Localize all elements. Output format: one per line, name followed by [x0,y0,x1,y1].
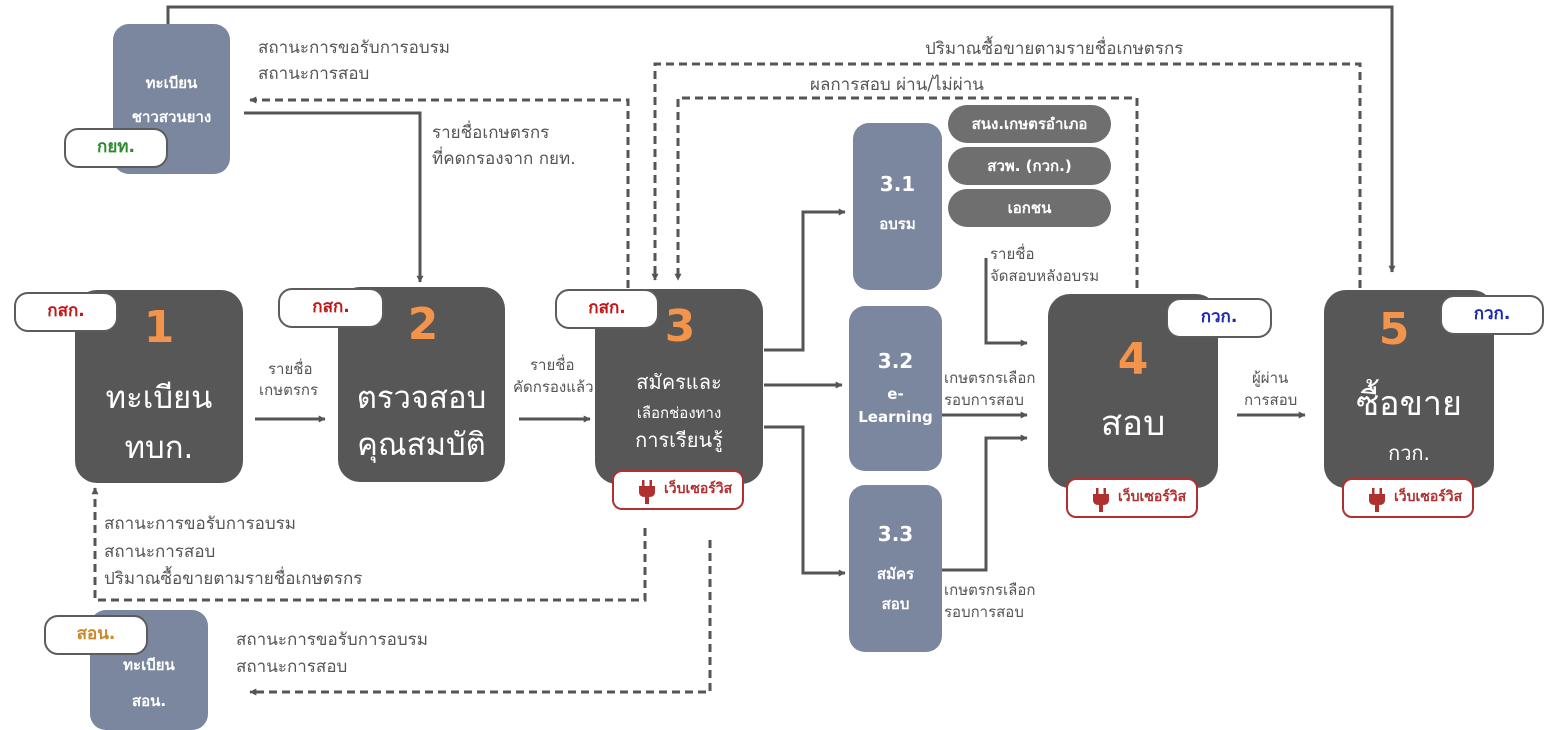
label-back1-3: ปริมาณซื้อขายตามรายชื่อเกษตรกร [104,569,363,589]
substep-3-2-title-line2: Learning [858,408,933,426]
step4-title: สอบ [1100,404,1166,444]
plug-icon [1369,488,1385,512]
step1-number: 1 [143,302,175,353]
substep-3-1-title: อบรม [879,215,916,233]
step3-title-line3: การเรียนรู้ [635,428,723,452]
label-son-status-1: สถานะการขอรับการอบรม [236,630,428,650]
dashed-s4-to-s3 [674,96,1139,288]
substep-3-2-box: 3.2 e- Learning [849,306,942,471]
dashed-s3-to-rubber [249,96,630,288]
agency-tag-step5: กวก. [1440,295,1544,335]
label-s1-s2-1: รายชื่อ [268,360,313,378]
label-s1-s2-2: เกษตรกร [259,381,319,399]
label-apply-1: เกษตรกรเลือก [944,581,1036,599]
step3-title-line1: สมัครและ [636,370,722,394]
label-rubber-status-2: สถานะการสอบ [258,64,370,84]
agency-tag-step1: กสก. [14,292,118,332]
web-service-badge-step5: เว็บเซอร์วิส [1342,478,1474,518]
step4-number: 4 [1117,334,1149,385]
agency-tag-son: สอน. [44,615,148,655]
step2-title-line1: ตรวจสอบ [356,380,487,416]
registry-rubber-line1: ทะเบียน [145,74,198,92]
substep-3-3-box: 3.3 สมัคร สอบ [849,485,942,652]
agency-tag-step2: กสก. [278,288,384,328]
step5-number: 5 [1378,304,1410,355]
dashed-s3-to-s1 [91,487,647,602]
label-train-1: รายชื่อ [990,245,1035,263]
step3-box: 3 สมัครและ เลือกช่องทาง การเรียนรู้ [595,289,763,484]
arrow-rubber-to-s5 [166,5,1396,273]
label-back1-1: สถานะการขอรับการอบรม [104,514,296,534]
label-rubber-status-1: สถานะการขอรับการอบรม [258,38,450,58]
label-exam-result: ผลการสอบ ผ่าน/ไม่ผ่าน [810,75,984,95]
provider-pill-private: เอกชน [948,189,1111,227]
label-back1-2: สถานะการสอบ [104,542,216,562]
registry-rubber-box: ทะเบียน ชาวสวนยาง [113,24,230,174]
agency-tag-step3: กสก. [555,289,659,329]
arrow-s31-to-s4 [984,258,1028,347]
arrow-rubber-to-s2 [244,111,424,283]
step3-number: 3 [664,301,696,352]
label-screened-2: ที่คดกรองจาก กยท. [432,149,576,169]
connector-layer [91,5,1396,696]
substep-3-2-title-line1: e- [887,385,904,403]
substep-3-3-title-line1: สมัคร [876,565,915,583]
web-service-label-step5: เว็บเซอร์วิส [1394,489,1463,505]
plug-icon [639,480,655,504]
plug-icon [1093,488,1109,512]
dashed-s5-to-s3 [651,62,1362,288]
label-elearn-2: รอบการสอบ [944,391,1024,409]
step1-title-line1: ทะเบียน [105,380,213,416]
label-son-status-2: สถานะการสอบ [236,657,348,677]
web-service-label-step3: เว็บเซอร์วิส [664,481,733,497]
substep-3-2-number: 3.2 [877,349,914,373]
substep-3-3-title-line2: สอบ [881,595,910,613]
arrow-s33-to-s4 [940,434,1028,572]
arrow-s3-to-s33 [764,425,846,577]
label-s2-s3-1: รายชื่อ [530,356,575,374]
dashed-s3-to-son [249,540,712,696]
label-passed-1: ผู้ผ่าน [1252,369,1289,387]
label-apply-2: รอบการสอบ [944,603,1024,621]
substep-3-1-number: 3.1 [879,172,916,196]
registry-son-box: ทะเบียน สอน. [90,610,208,730]
label-passed-2: การสอบ [1244,391,1298,409]
substep-3-3-number: 3.3 [877,522,914,546]
substep-3-1-box: 3.1 อบรม [853,123,942,290]
arrow-s3-to-s31 [764,208,846,352]
step4-box: 4 สอบ [1048,294,1218,488]
step2-number: 2 [407,299,439,350]
agency-tag-step4: กวก. [1166,298,1272,338]
web-service-label-step4: เว็บเซอร์วิส [1118,489,1187,505]
web-service-badge-step4: เว็บเซอร์วิส [1066,478,1198,518]
step5-title: ซื้อขาย [1356,384,1462,424]
label-elearn-1: เกษตรกรเลือก [944,369,1036,387]
agency-tag-rubber: กยท. [64,128,168,168]
step5-subtitle: กวก. [1388,441,1430,465]
step2-title-line2: คุณสมบัติ [357,427,486,463]
provider-pill-research: สวพ. (กวก.) [948,147,1111,185]
registry-rubber-line2: ชาวสวนยาง [131,108,212,126]
provider-pill-district: สนง.เกษตรอำเภอ [948,105,1111,143]
label-screened-1: รายชื่อเกษตรกร [432,123,550,143]
step3-title-line2: เลือกช่องทาง [636,404,722,422]
label-train-2: จัดสอบหลังอบรม [990,267,1100,285]
label-s2-s3-2: คัดกรองแล้ว [513,378,594,396]
registry-son-line2: สอน. [131,692,167,710]
label-trade-volume-top: ปริมาณซื้อขายตามรายชื่อเกษตรกร [925,39,1184,59]
web-service-badge-step3: เว็บเซอร์วิส [612,470,744,510]
step1-title-line2: ทบก. [124,430,194,466]
registry-son-line1: ทะเบียน [123,656,175,674]
